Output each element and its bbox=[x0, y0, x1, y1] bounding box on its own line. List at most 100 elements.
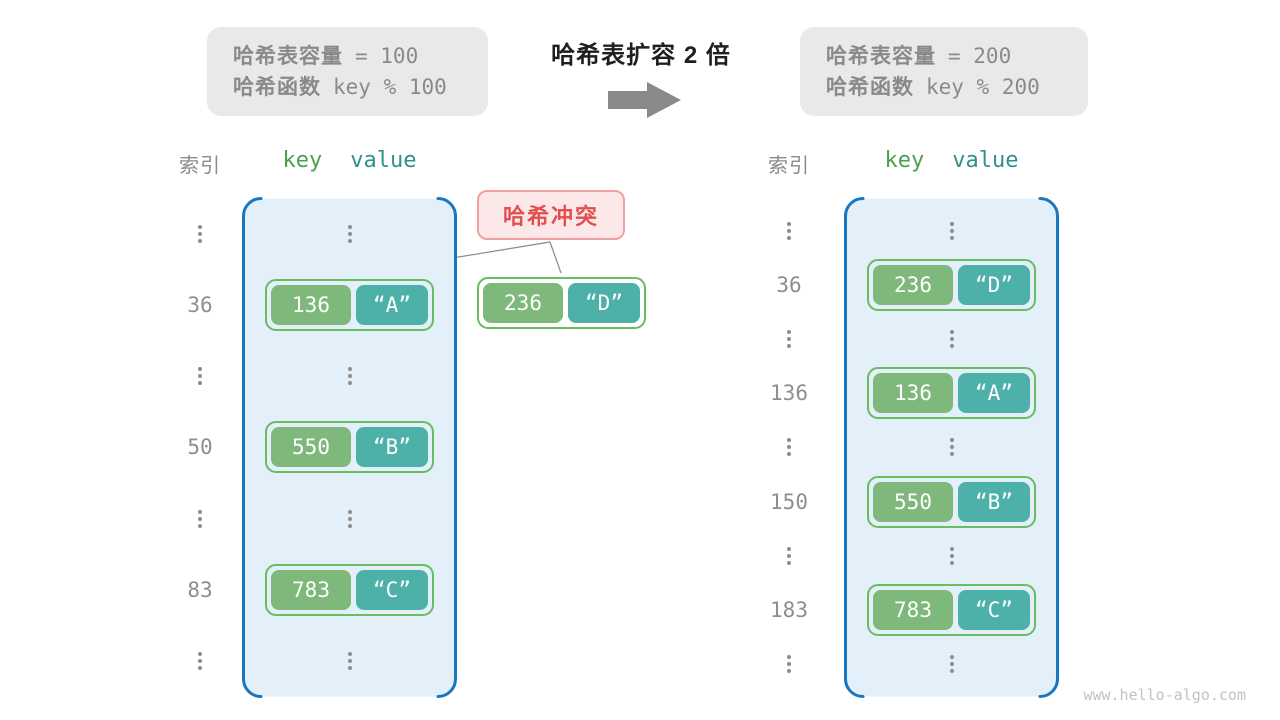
bucket-row: 136 “A” bbox=[845, 366, 1058, 420]
value-box: “B” bbox=[356, 427, 428, 468]
right-index-column: 36 136 150 183 bbox=[747, 198, 831, 697]
value-box: “A” bbox=[356, 284, 428, 325]
bucket-row bbox=[845, 529, 1058, 583]
ellipsis-icon bbox=[198, 374, 202, 379]
bucket-row bbox=[845, 637, 1058, 691]
index-row bbox=[158, 341, 242, 412]
hash-function-value: key % 100 bbox=[333, 75, 447, 99]
index-row bbox=[158, 198, 242, 269]
capacity-label: 哈希表容量 bbox=[826, 45, 936, 68]
hash-function-line: 哈希函数 key % 100 bbox=[233, 71, 488, 102]
bucket-row: 236 “D” bbox=[845, 258, 1058, 312]
index-label: 183 bbox=[770, 597, 808, 622]
ellipsis-icon bbox=[787, 661, 791, 666]
left-index-column: 36 50 83 bbox=[158, 198, 242, 697]
index-row bbox=[158, 483, 242, 554]
ellipsis-icon bbox=[787, 553, 791, 558]
index-row: 36 bbox=[158, 269, 242, 340]
ellipsis-icon bbox=[787, 445, 791, 450]
bucket-row: 783 “C” bbox=[845, 583, 1058, 637]
bucket-row bbox=[845, 204, 1058, 258]
hash-function-line: 哈希函数 key % 200 bbox=[826, 71, 1088, 102]
ellipsis-icon bbox=[949, 661, 954, 666]
kv-pair: 136 “A” bbox=[867, 367, 1036, 420]
value-header: value bbox=[350, 148, 417, 173]
value-header: value bbox=[952, 148, 1019, 173]
key-box: 236 bbox=[483, 283, 563, 323]
bucket-row bbox=[243, 341, 456, 412]
hash-function-value: key % 200 bbox=[926, 75, 1040, 99]
ellipsis-icon bbox=[347, 374, 352, 379]
key-box: 783 bbox=[873, 589, 953, 630]
kv-pair: 236 “D” bbox=[867, 259, 1036, 312]
index-row bbox=[158, 626, 242, 697]
index-label: 136 bbox=[770, 381, 808, 406]
capacity-info-box-before: 哈希表容量 = 100 哈希函数 key % 100 bbox=[207, 27, 488, 116]
value-box: “C” bbox=[958, 589, 1030, 630]
index-row bbox=[747, 529, 831, 583]
ellipsis-icon bbox=[347, 231, 352, 236]
bucket-row bbox=[845, 420, 1058, 474]
ellipsis-icon bbox=[347, 516, 352, 521]
watermark: www.hello-algo.com bbox=[1083, 686, 1246, 704]
bucket-row: 783 “C” bbox=[243, 554, 456, 625]
key-header: key bbox=[884, 148, 925, 173]
page-title: 哈希表扩容 2 倍 bbox=[551, 42, 731, 69]
key-box: 783 bbox=[271, 570, 351, 611]
bucket-row bbox=[243, 626, 456, 697]
hash-collision-badge: 哈希冲突 bbox=[477, 190, 625, 240]
capacity-value: = 100 bbox=[355, 44, 419, 68]
kv-pair: 550 “B” bbox=[867, 475, 1036, 528]
ellipsis-icon bbox=[198, 231, 202, 236]
value-box: “D” bbox=[568, 283, 640, 323]
right-bucket-column: 236 “D” 136 “A” 550 “B” 783 “C” bbox=[845, 198, 1058, 697]
value-box: “C” bbox=[356, 570, 428, 611]
kv-pair: 136 “A” bbox=[265, 278, 434, 331]
key-box: 236 bbox=[873, 265, 953, 306]
left-index-header: 索引 bbox=[179, 155, 221, 177]
index-row: 83 bbox=[158, 554, 242, 625]
right-index-header: 索引 bbox=[768, 155, 810, 177]
left-bucket-column: 136 “A” 550 “B” 783 “C” bbox=[243, 198, 456, 697]
key-box: 136 bbox=[873, 373, 953, 414]
index-row: 36 bbox=[747, 258, 831, 312]
capacity-info-box-after: 哈希表容量 = 200 哈希函数 key % 200 bbox=[800, 27, 1088, 116]
ellipsis-icon bbox=[787, 229, 791, 234]
index-label: 150 bbox=[770, 489, 808, 514]
capacity-label: 哈希表容量 bbox=[233, 45, 343, 68]
kv-pair: 783 “C” bbox=[867, 583, 1036, 636]
ellipsis-icon bbox=[198, 659, 202, 664]
bucket-row: 550 “B” bbox=[243, 412, 456, 483]
ellipsis-icon bbox=[198, 516, 202, 521]
index-row: 136 bbox=[747, 366, 831, 420]
capacity-line: 哈希表容量 = 100 bbox=[233, 40, 488, 71]
index-row: 150 bbox=[747, 475, 831, 529]
bucket-row bbox=[243, 198, 456, 269]
bucket-row bbox=[845, 312, 1058, 366]
key-header: key bbox=[282, 148, 323, 173]
right-key-value-header: key value bbox=[845, 148, 1058, 173]
hash-function-label: 哈希函数 bbox=[233, 76, 321, 99]
bucket-row bbox=[243, 483, 456, 554]
capacity-line: 哈希表容量 = 200 bbox=[826, 40, 1088, 71]
index-row bbox=[747, 637, 831, 691]
kv-pair: 236 “D” bbox=[477, 277, 646, 329]
index-row: 50 bbox=[158, 412, 242, 483]
kv-pair: 550 “B” bbox=[265, 421, 434, 474]
index-label: 36 bbox=[187, 292, 213, 317]
value-box: “D” bbox=[958, 265, 1030, 306]
ellipsis-icon bbox=[347, 659, 352, 664]
ellipsis-icon bbox=[949, 445, 954, 450]
left-key-value-header: key value bbox=[243, 148, 456, 173]
index-row bbox=[747, 204, 831, 258]
hash-function-label: 哈希函数 bbox=[826, 76, 914, 99]
capacity-value: = 200 bbox=[948, 44, 1012, 68]
bucket-row: 550 “B” bbox=[845, 475, 1058, 529]
key-box: 550 bbox=[271, 427, 351, 468]
ellipsis-icon bbox=[949, 553, 954, 558]
ellipsis-icon bbox=[949, 229, 954, 234]
bucket-row: 136 “A” bbox=[243, 269, 456, 340]
index-label: 50 bbox=[187, 435, 213, 460]
index-row: 183 bbox=[747, 583, 831, 637]
